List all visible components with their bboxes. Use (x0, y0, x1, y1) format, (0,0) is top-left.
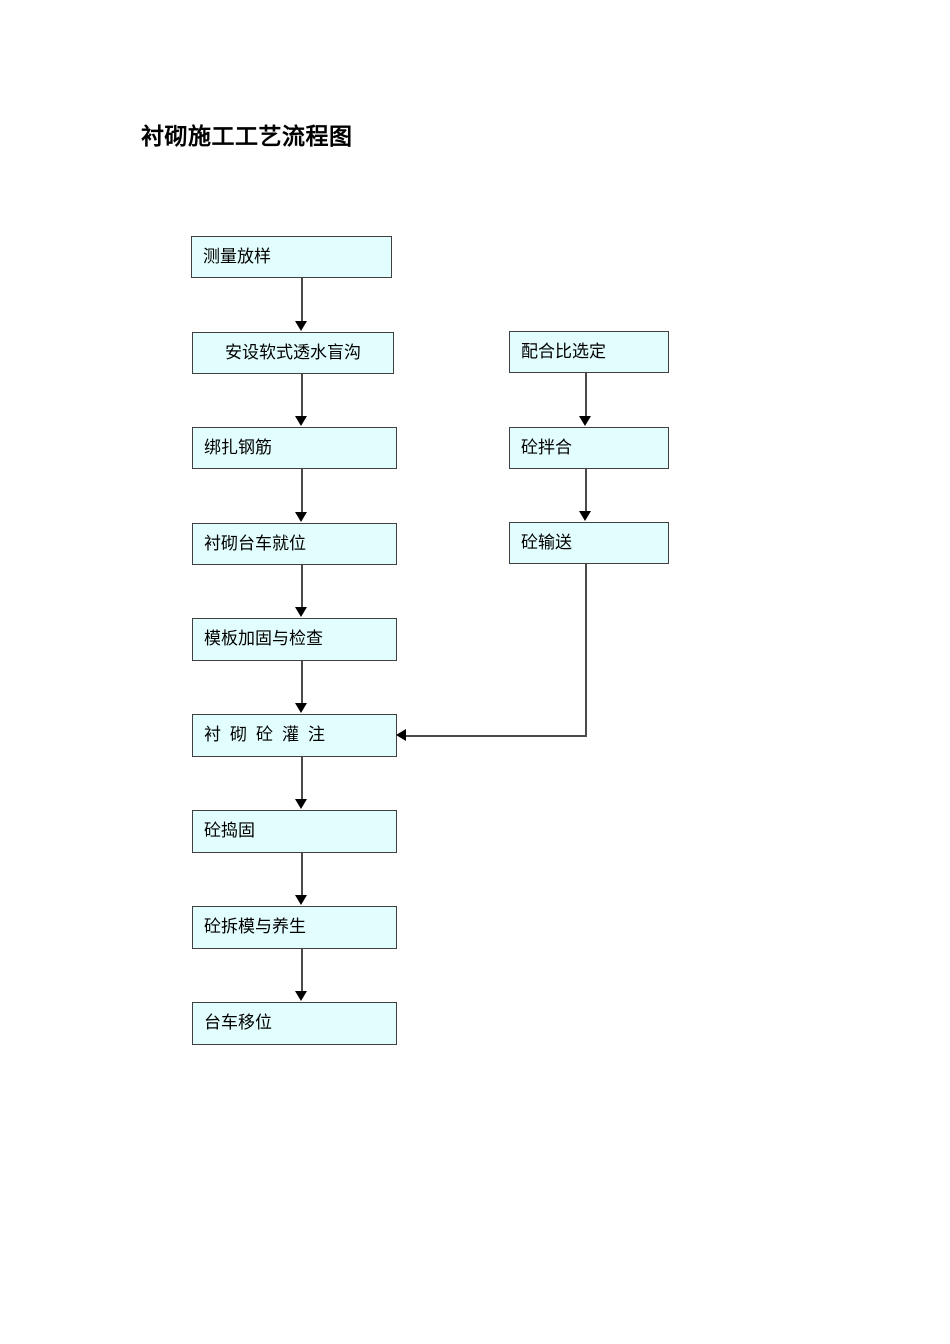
connector-transport-left-segment (404, 735, 587, 737)
arrowhead-down-icon (295, 895, 307, 905)
flow-node-label: 测量放样 (203, 246, 271, 266)
flow-node-label: 配合比选定 (521, 341, 606, 361)
connector-survey-to-drain (301, 278, 303, 322)
flow-node-lining-concrete-pouring[interactable]: 衬砌砼灌注 (192, 714, 397, 757)
flow-node-label: 衬砌砼灌注 (204, 725, 334, 745)
connector-rebar-to-trolley (301, 469, 303, 513)
arrowhead-down-icon (295, 799, 307, 809)
flow-node-survey-setting-out[interactable]: 测量放样 (191, 236, 392, 278)
flow-node-tie-rebar[interactable]: 绑扎钢筋 (192, 427, 397, 469)
connector-drain-to-rebar (301, 374, 303, 417)
arrowhead-down-icon (295, 991, 307, 1001)
flow-node-install-soft-permeable-drain[interactable]: 安设软式透水盲沟 (192, 332, 394, 374)
connector-compaction-to-curing (301, 853, 303, 896)
connector-transport-down-segment (585, 564, 587, 736)
arrowhead-down-icon (295, 321, 307, 331)
flow-node-label: 砼拌合 (521, 437, 572, 457)
flow-node-label: 衬砌台车就位 (204, 533, 306, 553)
connector-formwork-to-pouring (301, 661, 303, 704)
flow-node-label: 砼捣固 (204, 821, 255, 841)
page-title: 衬砌施工工艺流程图 (141, 124, 353, 150)
connector-mix-to-mixing (585, 373, 587, 417)
flow-node-label: 安设软式透水盲沟 (225, 342, 361, 362)
arrowhead-down-icon (295, 607, 307, 617)
arrowhead-down-icon (295, 416, 307, 426)
flow-node-strip-formwork-and-curing[interactable]: 砼拆模与养生 (192, 906, 397, 949)
arrowhead-down-icon (579, 416, 591, 426)
flow-node-label: 砼拆模与养生 (204, 917, 306, 937)
flow-node-concrete-compaction[interactable]: 砼捣固 (192, 810, 397, 853)
flow-node-label: 砼输送 (521, 532, 572, 552)
flow-node-lining-trolley-in-position[interactable]: 衬砌台车就位 (192, 523, 397, 565)
connector-trolley-to-formwork (301, 565, 303, 608)
connector-mixing-to-transport (585, 469, 587, 512)
connector-curing-to-shift (301, 949, 303, 992)
flow-node-label: 绑扎钢筋 (204, 437, 272, 457)
arrowhead-down-icon (295, 512, 307, 522)
connector-pouring-to-compaction (301, 757, 303, 800)
arrowhead-down-icon (579, 511, 591, 521)
flow-node-concrete-mixing[interactable]: 砼拌合 (509, 427, 669, 469)
flow-node-concrete-transport[interactable]: 砼输送 (509, 522, 669, 564)
arrowhead-down-icon (295, 703, 307, 713)
flow-node-mix-proportion-selection[interactable]: 配合比选定 (509, 331, 669, 373)
flow-node-label: 台车移位 (204, 1013, 272, 1033)
flow-node-formwork-reinforce-and-check[interactable]: 模板加固与检查 (192, 618, 397, 661)
flow-node-trolley-shift[interactable]: 台车移位 (192, 1002, 397, 1045)
flow-node-label: 模板加固与检查 (204, 629, 323, 649)
arrowhead-left-icon (396, 729, 406, 741)
